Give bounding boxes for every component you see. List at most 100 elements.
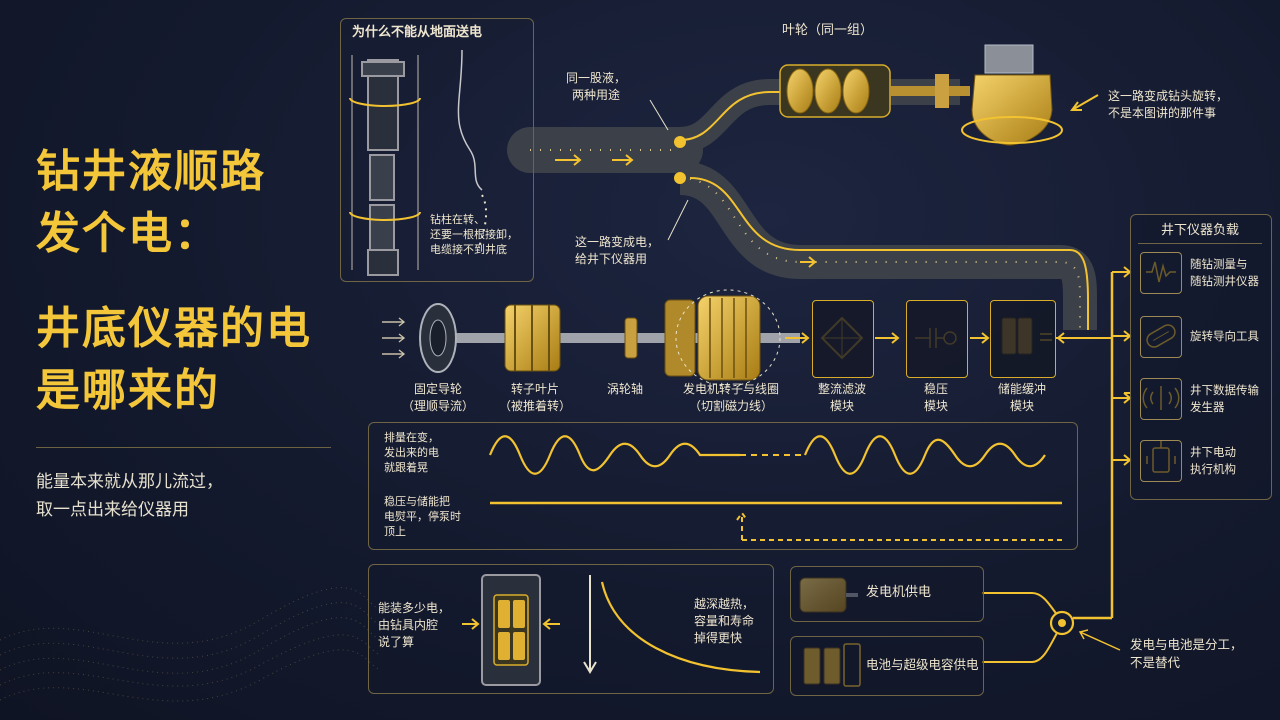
- capacity-left-note-line-3: 说了算: [378, 635, 415, 649]
- battery-source-box: [790, 636, 984, 696]
- split-label: 同一股液， 两种用途: [566, 70, 626, 104]
- rotor-label-line-1: 转子叶片: [510, 382, 559, 396]
- rectifier-label: 整流滤波 模块: [808, 381, 876, 415]
- regulator-label-line-1: 稳压: [923, 382, 948, 396]
- regulator-label: 稳压 模块: [906, 381, 966, 415]
- capacity-decay-curve: [583, 575, 761, 674]
- power-branch-note-line-2: 给井下仪器用: [575, 252, 648, 266]
- smooth-power-note-line-2: 电熨平，停泵时: [384, 510, 461, 523]
- load-item-transmitter: 井下数据传输 发生器: [1140, 378, 1268, 424]
- loads-panel-title: 井下仪器负载: [1160, 223, 1239, 238]
- load-item-mwd-line-1: 随钻测量与: [1190, 257, 1248, 271]
- stator-icon: [419, 303, 457, 373]
- surface-power-note-line-1: 钻柱在转、: [430, 213, 485, 226]
- load-item-label: 井下数据传输 发生器: [1190, 382, 1259, 416]
- cable-sketch: [457, 49, 483, 191]
- subtitle-line-2: 取一点出来给仪器用: [36, 500, 189, 520]
- sources-note-line-2: 不是替代: [1130, 655, 1181, 670]
- title-line-1: 钻井液顺路: [36, 146, 266, 197]
- generator-label-line-2: （切割磁力线）: [688, 399, 773, 413]
- power-signal-panel: [368, 422, 1078, 550]
- title-line-3: 井底仪器的电: [36, 303, 312, 354]
- fluid-flow-pipe: [507, 79, 1097, 330]
- load-item-mwd-line-2: 随钻测井仪器: [1190, 274, 1259, 288]
- rectifier-module: [812, 300, 874, 378]
- smooth-power-note: 稳压与储能把 电熨平，停泵时 顶上: [384, 494, 461, 539]
- smooth-power-note-line-3: 顶上: [384, 525, 406, 538]
- generator-source-label: 发电机供电: [866, 585, 932, 600]
- bit-note-line-1: 这一路变成钻头旋转，: [1108, 89, 1229, 103]
- impeller-label: 叶轮（同一组）: [782, 23, 874, 38]
- bit-note-line-2: 不是本图讲的那件事: [1108, 106, 1217, 120]
- load-item-mwd: 随钻测量与 随钻测井仪器: [1140, 252, 1268, 298]
- load-item-label: 旋转导向工具: [1190, 328, 1259, 345]
- capacity-left-note-line-1: 能装多少电，: [378, 601, 451, 615]
- storage-label-line-1: 储能缓冲: [997, 382, 1046, 396]
- load-item-rss-line-1: 旋转导向工具: [1190, 329, 1259, 343]
- load-item-rss: 旋转导向工具: [1140, 316, 1268, 362]
- power-branch-note: 这一路变成电， 给井下仪器用: [575, 234, 659, 268]
- capacity-left-note: 能装多少电， 由钻具内腔 说了算: [378, 600, 450, 651]
- rotor-icon: [504, 304, 561, 372]
- capacity-right-note-line-3: 掉得更快: [694, 631, 743, 645]
- raw-power-note-line-1: 排量在变，: [384, 431, 439, 444]
- subtitle: 能量本来就从那儿流过， 取一点出来给仪器用: [36, 468, 223, 524]
- storage-label: 储能缓冲 模块: [986, 381, 1058, 415]
- storage-label-line-2: 模块: [1009, 399, 1034, 413]
- load-icon-frame: [1140, 440, 1182, 482]
- storage-module: [990, 300, 1056, 378]
- load-item-label: 随钻测量与 随钻测井仪器: [1190, 256, 1259, 290]
- surface-power-inset-title: 为什么不能从地面送电: [352, 25, 483, 40]
- loads-title-divider: [1138, 243, 1262, 244]
- split-label-line-2: 两种用途: [572, 88, 621, 102]
- surface-power-note-line-2: 还要一根根接卸，: [430, 228, 518, 241]
- title-line-2: 发个电：: [36, 208, 220, 259]
- load-item-transmitter-line-2: 发生器: [1190, 400, 1225, 414]
- load-item-actuator: 井下电动 执行机构: [1140, 440, 1268, 486]
- load-icon-frame: [1140, 378, 1182, 420]
- power-branch-note-line-1: 这一路变成电，: [575, 235, 660, 249]
- generator-icon: [664, 289, 781, 387]
- stator-label-line-1: 固定导轮: [413, 382, 462, 396]
- capacity-right-note: 越深越热， 容量和寿命 掉得更快: [694, 596, 754, 647]
- surface-power-inset: [340, 18, 534, 282]
- load-item-transmitter-line-1: 井下数据传输: [1190, 383, 1259, 397]
- rotor-label: 转子叶片 （被推着转）: [490, 381, 580, 415]
- raw-power-note: 排量在变， 发出来的电 就跟着晃: [384, 430, 439, 475]
- capacity-panel: [368, 564, 774, 694]
- sources-note: 发电与电池是分工， 不是替代: [1130, 636, 1243, 672]
- bit-note: 这一路变成钻头旋转， 不是本图讲的那件事: [1108, 88, 1228, 122]
- raw-power-waveform: [488, 435, 1046, 475]
- load-item-actuator-line-2: 执行机构: [1190, 462, 1236, 476]
- surface-power-note-line-3: 电缆接不到井底: [430, 243, 507, 256]
- raw-power-note-line-3: 就跟着晃: [384, 461, 428, 474]
- generator-source-box: [790, 566, 984, 622]
- rotor-label-line-2: （被推着转）: [498, 399, 571, 413]
- battery-source-label: 电池与超级电容供电: [866, 657, 979, 672]
- split-label-line-1: 同一股液，: [566, 71, 627, 85]
- generator-label: 发电机转子与线圈 （切割磁力线）: [666, 381, 796, 415]
- stator-label-line-2: （理顺导流）: [401, 399, 474, 413]
- drill-bit-icon: [961, 44, 1063, 146]
- tool-cavity-battery-icon: [481, 574, 541, 686]
- load-item-actuator-line-1: 井下电动: [1190, 445, 1236, 459]
- shaft-label: 涡轮轴: [606, 382, 643, 396]
- title-divider: [36, 447, 331, 448]
- regulator-module: [906, 300, 968, 378]
- load-item-label: 井下电动 执行机构: [1190, 444, 1236, 478]
- regulator-label-line-2: 模块: [923, 399, 948, 413]
- capacity-right-note-line-1: 越深越热，: [694, 597, 755, 611]
- surface-power-note: 钻柱在转、 还要一根根接卸， 电缆接不到井底: [430, 212, 518, 257]
- capacity-left-note-line-2: 由钻具内腔: [378, 618, 439, 632]
- load-icon-frame: [1140, 252, 1182, 294]
- generator-label-line-1: 发电机转子与线圈: [682, 382, 779, 396]
- rectifier-label-line-2: 模块: [829, 399, 854, 413]
- sources-note-line-1: 发电与电池是分工，: [1130, 637, 1243, 652]
- impeller-group-icon: [779, 64, 970, 118]
- load-icon-frame: [1140, 316, 1182, 358]
- stator-label: 固定导轮 （理顺导流）: [393, 381, 483, 415]
- rectifier-label-line-1: 整流滤波: [817, 382, 866, 396]
- raw-power-note-line-2: 发出来的电: [384, 446, 439, 459]
- smooth-power-note-line-1: 稳压与储能把: [384, 495, 450, 508]
- subtitle-line-1: 能量本来就从那儿流过，: [36, 472, 223, 492]
